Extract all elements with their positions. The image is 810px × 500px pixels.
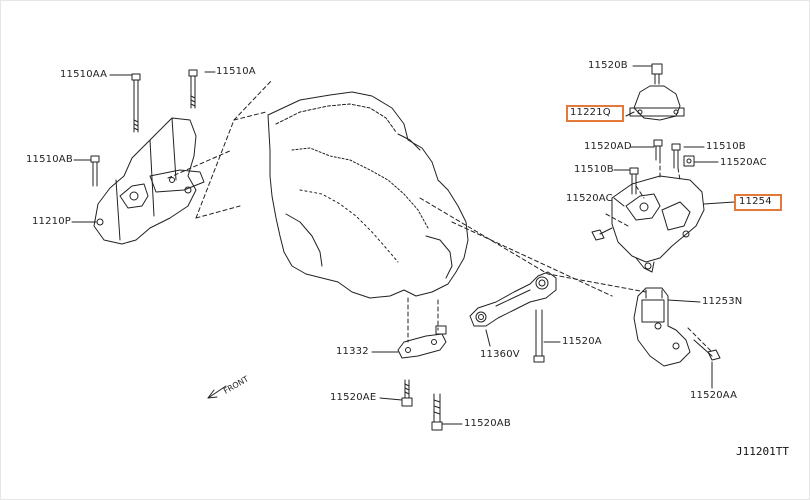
label-11520AB: 11520AB	[464, 418, 511, 429]
bolt-11520AC-left	[591, 227, 613, 241]
bolt-11510AA	[131, 73, 141, 133]
label-11510B-left: 11510B	[574, 164, 614, 175]
stud-11520AD	[653, 139, 663, 161]
label-11520B: 11520B	[588, 60, 628, 71]
mount-insulator-11221Q	[629, 85, 685, 121]
engine-block	[267, 91, 469, 299]
label-11210P: 11210P	[32, 216, 72, 227]
label-11360V: 11360V	[480, 349, 520, 360]
bracket-11254	[611, 175, 705, 273]
bolt-11520A	[533, 309, 545, 363]
label-11510AA-top: 11510AA	[60, 69, 108, 80]
left-mount-bracket	[93, 117, 205, 245]
label-11510B-right: 11510B	[706, 141, 746, 152]
bolt-11520AB	[431, 393, 443, 431]
label-11520AC-right: 11520AC	[720, 157, 767, 168]
highlight-box-11221Q	[566, 105, 624, 122]
label-11253N: 11253N	[702, 296, 743, 307]
torque-rod-11360V	[469, 271, 557, 327]
label-11520A: 11520A	[562, 336, 602, 347]
mount-11253N	[633, 287, 691, 367]
leader-lines	[71, 65, 735, 425]
nut-11520AC-right	[683, 155, 695, 167]
nut-11520B	[651, 63, 663, 85]
bolt-11510A	[188, 69, 198, 109]
bracket-11332	[397, 325, 447, 359]
bolt-11520AE	[401, 379, 413, 407]
diagram-reference-code: J11201TT	[736, 445, 789, 458]
bolt-11520AA-bottom	[693, 339, 721, 361]
bolt-11510AB	[90, 155, 100, 187]
highlight-box-11254	[734, 194, 782, 211]
label-11520AC-left: 11520AC	[566, 193, 613, 204]
front-arrow	[207, 385, 227, 399]
label-11520AE: 11520AE	[330, 392, 377, 403]
label-11520AA-bottom: 11520AA	[690, 390, 738, 401]
label-11221Q: 11221Q	[570, 107, 611, 118]
guide-lines	[167, 79, 713, 353]
label-11510AB: 11510AB	[26, 154, 73, 165]
bolt-11510B-right	[671, 143, 681, 169]
label-11332: 11332	[336, 346, 369, 357]
label-11510A: 11510A	[216, 66, 256, 77]
bolt-11510B-left	[629, 167, 639, 195]
label-11520AD: 11520AD	[584, 141, 632, 152]
label-11254: 11254	[739, 196, 772, 207]
